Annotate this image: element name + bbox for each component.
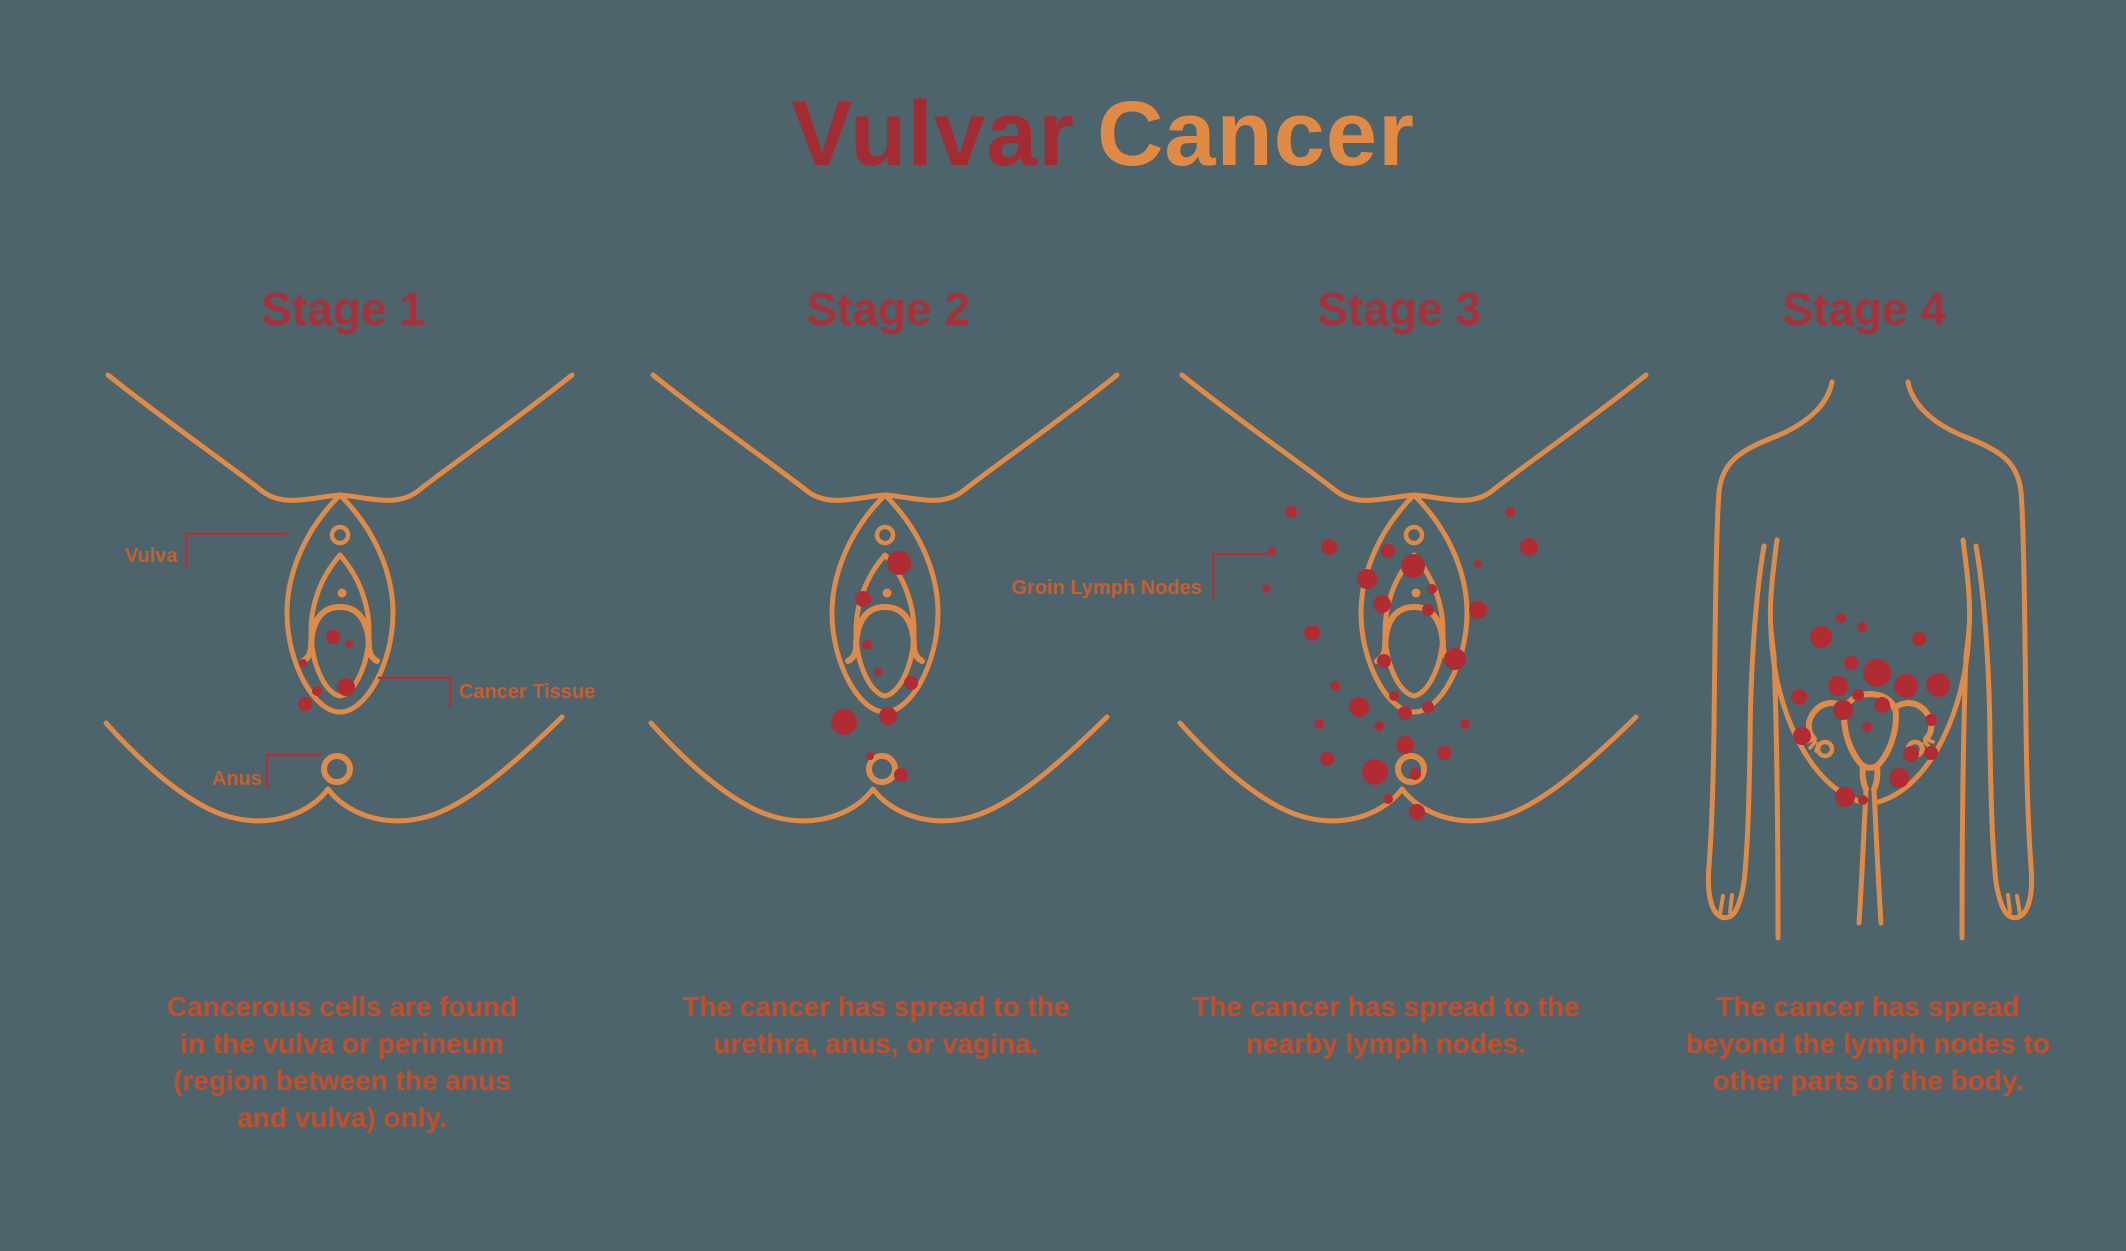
stage-3-cancer-dots (1262, 506, 1538, 820)
vulva-label: Vulva (125, 545, 178, 567)
cancer-tissue-label: Cancer Tissue (459, 681, 596, 703)
stage-4-heading: Stage 4 (1782, 283, 1946, 335)
cervix-right (1871, 763, 1881, 792)
title-word-vulvar: Vulvar (791, 83, 1075, 185)
stage-3-illustration (1164, 365, 1684, 925)
stage-1-illustration (90, 365, 610, 925)
stage-3-heading: Stage 3 (1317, 283, 1481, 335)
leg-cleft-right (1871, 787, 1884, 926)
arm-left (1705, 433, 1780, 921)
stage-3-description: The cancer has spread to the nearby lymp… (1192, 991, 1580, 1059)
leg-outer-left (1771, 653, 1781, 941)
stage-4-description: The cancer has spread beyond the lymph n… (1685, 991, 2050, 1096)
neck-left (1774, 379, 1835, 439)
fallopian-tube-right (1891, 700, 1935, 742)
stage-2-cancer-dots (831, 551, 918, 782)
arm-right (1960, 433, 2035, 921)
stage-1-description: Cancerous cells are found in the vulva o… (166, 991, 518, 1133)
hand-right-fingers (2006, 893, 2022, 916)
stage-2-illustration (635, 365, 1155, 925)
uterus-body (1841, 691, 1899, 771)
stage-4-cancer-dots (1791, 613, 1950, 807)
anus-label: Anus (212, 768, 262, 790)
stage-2-description: The cancer has spread to the urethra, an… (682, 991, 1070, 1059)
stage-4-illustration (1705, 379, 2035, 941)
body-figure (1705, 379, 2035, 941)
leg-outer-right (1959, 653, 1969, 941)
cervix-left (1859, 763, 1869, 792)
stage-1-heading: Stage 1 (261, 283, 425, 335)
groin-lymph-nodes-label: Groin Lymph Nodes (1011, 577, 1202, 599)
stage-1-cancer-dots (298, 630, 355, 711)
groin-crease-right (1875, 627, 1972, 805)
neck-right (1905, 379, 1966, 439)
hand-left-fingers (1718, 893, 1734, 916)
ovary-left (1815, 739, 1835, 759)
leg-cleft-left (1856, 787, 1869, 926)
uterus (1805, 691, 1935, 792)
title-word-cancer: Cancer (1096, 83, 1415, 185)
stage-2-heading: Stage 2 (806, 283, 970, 335)
